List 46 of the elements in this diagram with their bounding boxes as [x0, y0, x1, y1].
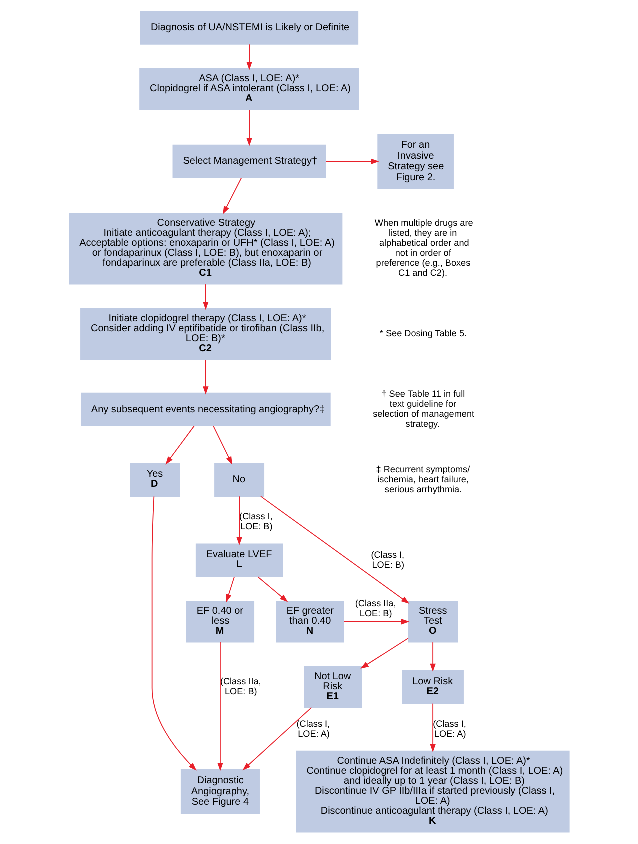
arrow: [151, 496, 196, 771]
node-box: Stress Test O: [408, 601, 458, 643]
node-box: Yes D: [130, 463, 180, 497]
arrow: [260, 496, 410, 604]
node-box: Evaluate LVEF L: [195, 544, 283, 578]
arrow: [202, 284, 208, 310]
node-box: Initiate clopidogrel therapy (Class I, LOE: A)* Consider adding IV eptifibatide or tirofiban (Class IIb, LOE: B)* C2: [80, 308, 331, 360]
arrow: [257, 576, 288, 602]
edge-label: (Class I, LOE: B): [239, 512, 272, 532]
arrow: [236, 496, 242, 546]
arrow: [226, 576, 234, 603]
arrow: [343, 619, 410, 625]
arrow: [212, 426, 232, 465]
label: When multiple drugs are listed, they are in alphabetical order and not in order of preference (e.g., Boxes C1 and C2).: [374, 218, 473, 278]
node-box: Conservative Strategy Initiate anticoagulant therapy (Class I, LOE: A); Acceptable options: enoxaparin or UFH* (Class I, LOE: A) or fondaparinux (Class I, LOE: B), but enoxaparin or fondaparinux are preferable (Class IIa, LOE: B) C1: [68, 213, 342, 285]
arrow: [430, 703, 436, 753]
arrow: [360, 638, 408, 669]
node-box: No: [214, 463, 264, 497]
edge-label: (Class IIa, LOE: B): [220, 676, 261, 697]
arrow: [246, 110, 252, 146]
node-box: Continue ASA Indefinitely (Class I, LOE: A)* Continue clopidogrel for at least 1 month (Class I, LOE: A) and ideally up to 1 year (Class I, LOE: B) Discontinue IV GP IIb/IIIa if started previously (Class I, LOE: A) Discontinue anticoagulant therapy (Class I, LOE: A) K: [296, 750, 570, 833]
node-box: Diagnostic Angiography, See Figure 4: [180, 770, 260, 814]
node-box: Select Management Strategy†: [172, 144, 326, 178]
arrow: [202, 360, 208, 395]
label: ‡ Recurrent symptoms/ ischemia, heart failure, serious arrhythmia.: [376, 464, 470, 494]
edge-label: (Class IIa, LOE: B): [354, 598, 396, 618]
node-box: EF greater than 0.40 N: [276, 601, 344, 643]
node-box: Diagnosis of UA/NSTEMI is Likely or Definite: [140, 11, 358, 45]
arrow: [325, 158, 379, 165]
node-box: Low Risk E2: [402, 670, 464, 704]
arrow: [217, 642, 223, 772]
arrow: [430, 642, 436, 672]
arrow: [222, 178, 242, 215]
arrow: [246, 44, 252, 70]
node-box: For an Invasive Strategy see Figure 2.: [377, 134, 454, 190]
node-box: EF 0.40 or less M: [186, 601, 254, 643]
arrow: [242, 707, 312, 771]
label: * See Dosing Table 5.: [379, 328, 467, 339]
node-box: Any subsequent events necessitating angiography?‡: [80, 392, 330, 427]
edge-label: (Class I, LOE: B): [370, 550, 404, 570]
edge-label: (Class I, LOE: A): [432, 718, 466, 739]
edge-label: (Class I, LOE: A): [296, 718, 330, 739]
label: † See Table 11 in full text guideline for selection of management strategy.: [372, 389, 474, 429]
node-box: ASA (Class I, LOE: A)* Clopidogrel if ASA intolerant (Class I, LOE: A) A: [139, 68, 359, 110]
node-box: Not Low Risk E1: [304, 666, 362, 708]
arrow: [165, 426, 194, 465]
